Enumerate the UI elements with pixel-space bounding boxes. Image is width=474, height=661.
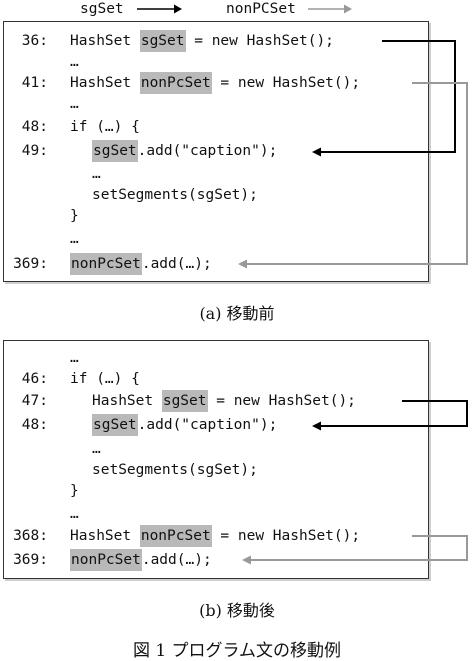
arrow-a-sgset: [312, 40, 456, 157]
line-number: 46:: [21, 371, 48, 387]
code-fragment: = new HashSet();: [185, 33, 334, 49]
line-number: 47:: [21, 393, 48, 409]
code-line: HashSet sgSet = new HashSet();: [92, 390, 356, 412]
code-fragment: = new HashSet();: [211, 528, 361, 544]
variable-highlight: nonPcSet: [139, 525, 212, 547]
code-line: sgSet.add("caption");: [92, 414, 278, 436]
legend-sgset-label: sgSet: [80, 1, 124, 17]
panel-after: [3, 340, 429, 579]
code-fragment: HashSet: [70, 528, 140, 544]
code-line: …: [70, 231, 79, 247]
variable-highlight: sgSet: [161, 390, 208, 412]
variable-highlight: sgSet: [92, 414, 138, 436]
code-line: }: [70, 208, 79, 224]
variable-highlight: nonPcSet: [139, 72, 212, 94]
figure-caption: 図 1 プログラム文の移動例: [132, 641, 342, 661]
code-line: …: [70, 54, 79, 70]
variable-highlight: sgSet: [92, 140, 138, 162]
code-line: …: [70, 350, 79, 366]
code-fragment: HashSet: [92, 393, 162, 409]
code-fragment: = new HashSet();: [211, 75, 361, 91]
legend-nonpcset-arrow: [308, 4, 352, 14]
code-fragment: HashSet: [70, 33, 140, 49]
line-number: 369:: [13, 552, 48, 568]
code-line: }: [70, 483, 79, 499]
code-line: HashSet nonPcSet = new HashSet();: [70, 525, 361, 547]
code-line: HashSet sgSet = new HashSet();: [70, 30, 334, 52]
code-line: setSegments(sgSet);: [92, 462, 258, 478]
line-number: 49:: [21, 143, 48, 159]
code-line: sgSet.add("caption");: [92, 140, 278, 162]
code-fragment: .add(…);: [141, 552, 212, 568]
code-fragment: .add("caption");: [137, 143, 278, 159]
arrow-b-nonpcset: [242, 535, 468, 565]
line-number: 368:: [13, 528, 48, 544]
code-fragment: = new HashSet();: [207, 393, 356, 409]
code-fragment: HashSet: [70, 75, 140, 91]
code-line: …: [92, 441, 101, 457]
legend-nonpcset-label: nonPCSet: [226, 1, 296, 17]
line-number: 36:: [21, 33, 48, 49]
code-line: if (…) {: [70, 371, 140, 387]
line-number: 48:: [21, 417, 48, 433]
line-number: 369:: [13, 256, 48, 272]
panel-before-caption: (a) 移動前: [199, 304, 275, 323]
arrow-b-sgset: [312, 400, 468, 431]
code-line: nonPcSet.add(…);: [70, 549, 212, 571]
code-line: setSegments(sgSet);: [92, 187, 258, 203]
variable-highlight: sgSet: [139, 30, 186, 52]
code-line: …: [92, 166, 101, 182]
code-fragment: .add(…);: [141, 256, 212, 272]
code-line: HashSet nonPcSet = new HashSet();: [70, 72, 361, 94]
code-line: …: [70, 96, 79, 112]
arrow-a-nonpcset: [238, 82, 468, 269]
line-number: 41:: [21, 75, 48, 91]
legend-sgset-arrow: [137, 4, 182, 14]
code-line: …: [70, 506, 79, 522]
code-line: nonPcSet.add(…);: [70, 253, 212, 275]
code-line: if (…) {: [70, 119, 140, 135]
code-fragment: .add("caption");: [137, 417, 278, 433]
line-number: 48:: [21, 119, 48, 135]
variable-highlight: nonPcSet: [70, 253, 142, 275]
panel-after-caption: (b) 移動後: [199, 601, 275, 620]
variable-highlight: nonPcSet: [70, 549, 142, 571]
